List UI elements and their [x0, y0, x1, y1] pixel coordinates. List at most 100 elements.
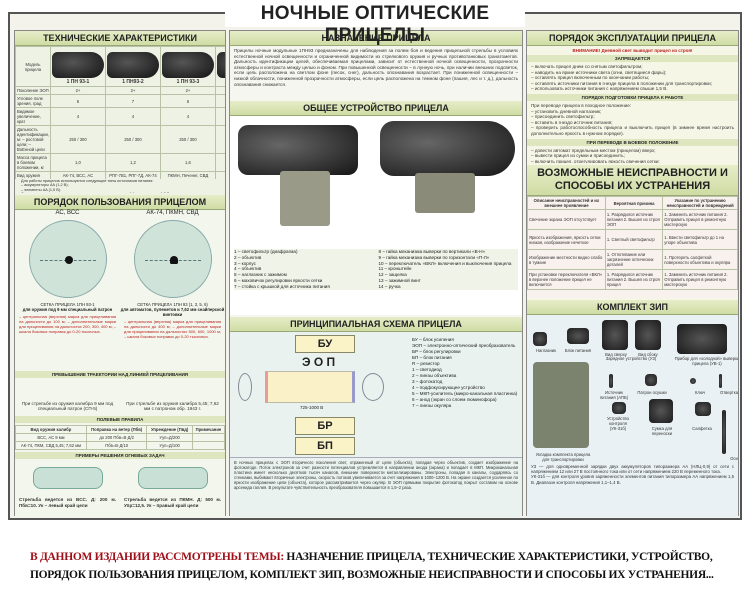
cell-value: РПГ-7В1, РПГ-7Д, АК-74: [104, 171, 161, 179]
column-header: Описание неисправностей и их внешнее про…: [527, 196, 606, 210]
zip-item-image: [677, 324, 727, 354]
cell-value: 2+: [159, 86, 216, 95]
column-header: Примечание: [191, 425, 225, 434]
reticle-image: [28, 220, 107, 298]
cell-value: ПКМН, Печенег, СВД: [159, 171, 216, 179]
list-item: – проверить работоспособность прицела и …: [531, 125, 734, 136]
legend-item: 3 – фотокатод: [412, 379, 443, 384]
purpose-header: НАЗНАЧЕНИЕ ПРИЦЕЛА: [230, 31, 522, 46]
scope-photo: [106, 52, 159, 78]
zip-item-label: Салфетка: [692, 426, 712, 431]
list-item: – включить прицел, отрегулировать яркост…: [531, 158, 660, 163]
cell-value: 3,7: [214, 107, 225, 126]
eyepiece-lens: [362, 373, 384, 401]
forbidden-list: – включать прицел днем со снятым светофи…: [527, 64, 738, 92]
example-text: Стрельба ведется из ВСС. Д: 200 м. Пбв=1…: [19, 497, 116, 508]
column-header: Поправка на ветер (Пбв): [85, 425, 148, 434]
part-item: 1 – светофильтр (диафрагма): [234, 249, 298, 254]
uk-description: УК-31б — для контроля уровня заряженност…: [531, 474, 734, 485]
cell-value: 1. Заменить источник питания 2. Отправит…: [662, 269, 738, 290]
model-label: Модель прицела: [15, 46, 51, 87]
trajectory-right: При стрельбе из оружия калибра 5,45; 7,6…: [126, 400, 219, 412]
zip-item-label: Вид сбоку: [638, 352, 658, 357]
transport-case-image: [533, 362, 589, 448]
example-image: [137, 467, 208, 489]
reticle-image: [133, 220, 212, 298]
column-header: Указание по устранению неисправностей и …: [662, 196, 738, 210]
legend-item: БУ – блок усиления: [412, 337, 454, 342]
model-cell: 1 ПН 93-4: [214, 46, 225, 87]
model-cell: 1 ПН 93-1: [49, 46, 106, 87]
zip-item-image: [612, 402, 626, 414]
cell-value: АК-74, ВСС, АС: [49, 171, 106, 179]
legend-item: 1 – светодиод: [412, 367, 442, 372]
cell-value: до 200 Пбв=В·Д/2: [85, 433, 148, 442]
list-item: – вставить в гнездо источник питания;: [531, 119, 613, 125]
zip-item-image: [567, 328, 589, 344]
part-item: 12 – защелка: [378, 272, 407, 278]
weapon-title: АС, ВСС: [55, 210, 80, 216]
row-label: Угловое поле зрения, град: [15, 94, 51, 108]
part-item: 14 – ручка: [378, 283, 401, 289]
cell-value: 1,0: [49, 153, 106, 172]
zip-item-image: [722, 410, 726, 454]
cell-value: 250 / 300: [214, 125, 225, 154]
table-row: Изображение местности видно слабо в тума…: [527, 249, 738, 270]
poster: ТЕХНИЧЕСКИЕ ХАРАКТЕРИСТИКИ Модель прицел…: [8, 12, 742, 520]
tech-notes: Для работы прицелов используются следующ…: [15, 179, 225, 193]
voltage-label: 725-1000 В: [300, 405, 324, 410]
list-item: – использовать источники питания с напря…: [531, 86, 668, 92]
cell-value: 1. Отпотевание или загрязнение оптически…: [604, 249, 664, 270]
cell-value: 7: [104, 94, 161, 108]
model-name: 1 ПН 93-4: [217, 80, 225, 85]
example-right: Стрельба ведется из ПКМН. Д: 500 м. Упр=…: [120, 461, 225, 510]
table-row: Видимое увеличение, крат4443,7: [15, 107, 225, 126]
zip-item-label: Вид сверху: [605, 352, 627, 357]
cell-value: Изображение местности видно слабо в тума…: [527, 249, 606, 270]
cell-value: 10: [214, 94, 225, 108]
zip-item-label: Устройство контроля (УК-31б): [607, 416, 629, 431]
model-name: 1 ПН 93-1: [66, 79, 90, 85]
zip-item-label: Зарядное устройство (УЗ): [605, 356, 657, 361]
warning-text: ВНИМАНИЕ! Дневной свет выводит прицел из…: [572, 48, 693, 53]
cell-value: 1,2: [104, 153, 161, 172]
cell-value: Ууп=Д/100: [146, 441, 193, 450]
model-name: 1 ПН93-2: [122, 79, 144, 85]
cell-value: [191, 441, 225, 450]
cell-value: 6: [49, 94, 106, 108]
forbidden-header: ЗАПРЕЩАЕТСЯ: [527, 55, 738, 62]
scheme-text: В ночных прицелах с ЭОП вторичного покол…: [230, 457, 522, 492]
list-item: – присоединить светофильтр;: [531, 114, 595, 120]
usage-right: АК-74, ПКМН, СВД СЕТКА ПРИЦЕЛА 1ПН 93 (1…: [120, 210, 225, 341]
cell-value: 2+: [49, 86, 106, 95]
zip-item-label: Сумка для переноски: [651, 426, 673, 436]
operation-section: ПОРЯДОК ЭКСПЛУАТАЦИИ ПРИЦЕЛА ВНИМАНИЕ! Д…: [527, 31, 738, 163]
reticle-sub: для оружия под 9 мм специальный патрон: [22, 307, 113, 312]
zip-item-image: [695, 402, 711, 416]
part-item: 9 – гайка механизма выверки по горизонта…: [378, 254, 490, 260]
eop-tube: [265, 371, 355, 403]
faults-header: ВОЗМОЖНЫЕ НЕИСПРАВНОСТИ И СПОСОБЫ ИХ УСТ…: [527, 165, 738, 196]
zip-item-label: Укладка комплекта прицела для транспорти…: [535, 452, 591, 462]
cell-value: При установке переключателя «ВКЛ» в верх…: [527, 269, 606, 290]
cell-value: 2+: [104, 86, 161, 95]
note-line: – элементы AA (1,5 В).: [21, 187, 62, 192]
part-item: 3 – корпус: [234, 260, 256, 266]
faults-table: Описание неисправностей и их внешнее про…: [527, 196, 738, 290]
zip-item-label: Оси: [730, 456, 738, 461]
zip-descriptions: УЗ — для одновременной зарядки двух акку…: [527, 462, 738, 487]
note-line: Допускается использование других источни…: [21, 192, 219, 193]
row-label: Вид оружия: [15, 171, 51, 179]
rules-header: ПОЛЕВЫЕ ПРАВИЛА: [15, 416, 225, 423]
uz-description: УЗ — для одновременной зарядки двух акку…: [531, 464, 734, 475]
list-item: – оставлять прицел включенным по окончан…: [531, 75, 650, 81]
cell-value: 1. Светлый светофильтр: [604, 229, 664, 250]
part-item: 4 – объектив: [234, 266, 262, 272]
faults-section: ВОЗМОЖНЫЕ НЕИСПРАВНОСТИ И СПОСОБЫ ИХ УСТ…: [527, 165, 738, 298]
